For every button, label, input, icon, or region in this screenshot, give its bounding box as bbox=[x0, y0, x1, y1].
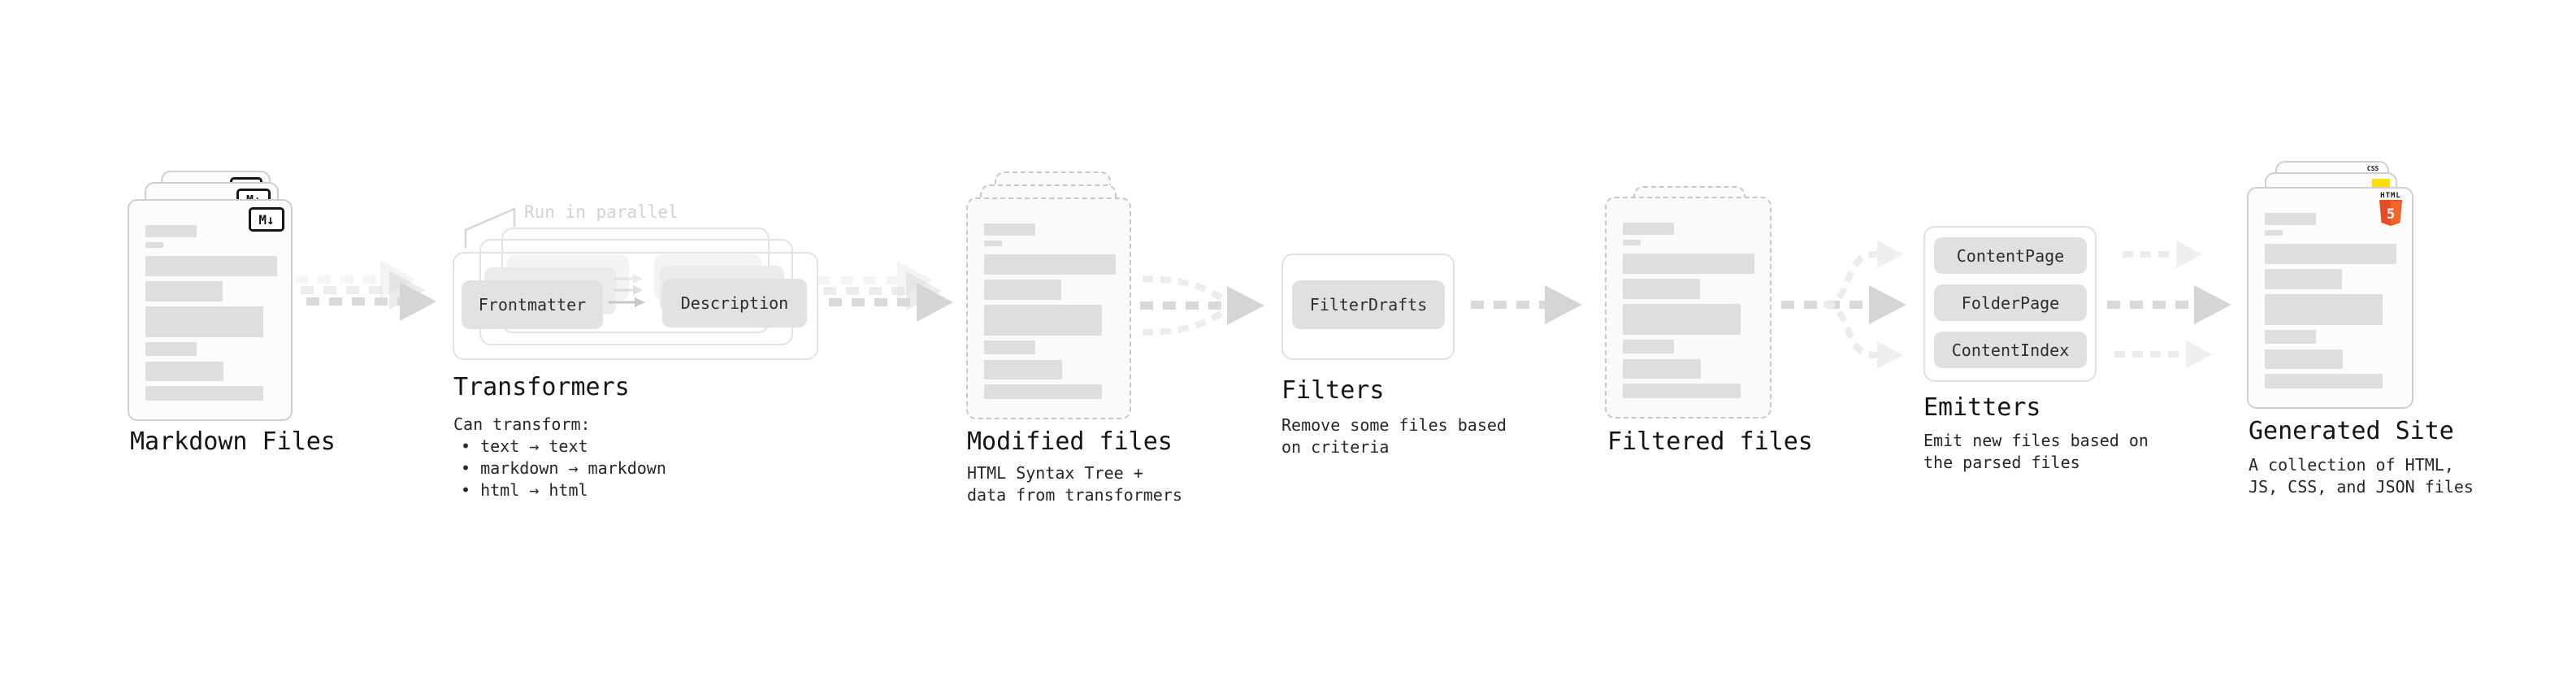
filter-drafts-box: FilterDrafts bbox=[1292, 280, 1445, 329]
text-line-placeholder bbox=[2265, 213, 2316, 225]
generated-site-description-line: JS, CSS, and JSON files bbox=[2249, 477, 2474, 497]
filtered-file-card-front bbox=[1605, 197, 1772, 419]
generated-site-label: Generated Site bbox=[2249, 417, 2454, 445]
text-line-placeholder bbox=[984, 384, 1102, 399]
capability-item: • html → html bbox=[461, 480, 588, 500]
modified-files-description-line: HTML Syntax Tree + bbox=[967, 463, 1143, 483]
filtered-files-label: Filtered files bbox=[1607, 427, 1813, 456]
text-line-placeholder bbox=[984, 305, 1102, 336]
file-content-placeholder bbox=[984, 223, 1116, 399]
arrow-modified-to-filters bbox=[1140, 275, 1264, 336]
filters-label: Filters bbox=[1281, 376, 1385, 405]
text-line-placeholder bbox=[2265, 244, 2396, 264]
text-line-placeholder bbox=[1623, 254, 1754, 274]
transformers-capabilities-heading: Can transform: bbox=[453, 414, 591, 434]
filters-description-line: Remove some files based bbox=[1281, 415, 1507, 435]
content-page-box: ContentPage bbox=[1934, 237, 2087, 274]
text-line-placeholder bbox=[984, 254, 1116, 275]
text-line-placeholder bbox=[1623, 279, 1700, 299]
markdown-file-card-front: M↓ bbox=[128, 199, 293, 421]
text-line-placeholder bbox=[1623, 359, 1701, 379]
text-line-placeholder bbox=[1623, 223, 1674, 235]
filters-description-line: on criteria bbox=[1281, 437, 1390, 457]
transformers-label: Transformers bbox=[453, 373, 630, 401]
text-line-placeholder bbox=[984, 360, 1062, 380]
capability-item: • text → text bbox=[461, 436, 588, 456]
text-line-placeholder bbox=[145, 281, 223, 301]
frontmatter-box: Frontmatter bbox=[462, 280, 603, 329]
html5-icon: HTML 5 bbox=[2377, 192, 2405, 227]
markdown-files-label: Markdown Files bbox=[130, 427, 336, 456]
arrow-filtered-to-emitters bbox=[1781, 241, 1906, 369]
transformer-container-front bbox=[453, 252, 818, 360]
text-line-placeholder bbox=[145, 306, 263, 337]
description-box: Description bbox=[662, 279, 807, 327]
capability-item: • markdown → markdown bbox=[461, 458, 666, 478]
text-line-placeholder bbox=[145, 225, 197, 237]
text-line-placeholder bbox=[2265, 349, 2343, 369]
text-line-placeholder bbox=[145, 386, 263, 401]
text-line-placeholder bbox=[145, 242, 163, 248]
emitters-label: Emitters bbox=[1923, 393, 2041, 422]
text-line-placeholder bbox=[2265, 269, 2342, 289]
arrow-transformers-to-modified bbox=[817, 261, 953, 322]
content-index-box: ContentIndex bbox=[1934, 332, 2087, 368]
text-line-placeholder bbox=[1623, 240, 1641, 245]
text-line-placeholder bbox=[1623, 304, 1741, 335]
text-line-placeholder bbox=[145, 362, 223, 381]
text-line-placeholder bbox=[2265, 230, 2283, 236]
modified-files-description-line: data from transformers bbox=[967, 485, 1182, 505]
arrow-markdown-to-transformers bbox=[295, 260, 436, 321]
text-line-placeholder bbox=[1623, 384, 1741, 398]
emitters-description-line: Emit new files based on bbox=[1923, 431, 2149, 450]
text-line-placeholder bbox=[2265, 374, 2383, 388]
generated-file-card-html: HTML 5 bbox=[2247, 187, 2413, 409]
run-in-parallel-annotation: Run in parallel bbox=[524, 202, 679, 222]
modified-file-card-front bbox=[966, 197, 1131, 419]
generated-site-description-line: A collection of HTML, bbox=[2249, 455, 2454, 475]
svg-text:5: 5 bbox=[2387, 206, 2395, 223]
emitters-description-line: the parsed files bbox=[1923, 453, 2080, 472]
markdown-icon: M↓ bbox=[249, 207, 284, 232]
text-line-placeholder bbox=[145, 342, 197, 356]
folder-page-box: FolderPage bbox=[1934, 284, 2087, 321]
modified-files-label: Modified files bbox=[967, 427, 1173, 456]
arrow-filters-to-filtered bbox=[1471, 285, 1582, 324]
text-line-placeholder bbox=[984, 340, 1035, 354]
text-line-placeholder bbox=[145, 256, 277, 276]
text-line-placeholder bbox=[984, 223, 1035, 236]
text-line-placeholder bbox=[1623, 340, 1674, 354]
file-content-placeholder bbox=[1623, 223, 1754, 398]
text-line-placeholder bbox=[2265, 294, 2383, 325]
text-line-placeholder bbox=[984, 280, 1061, 300]
text-line-placeholder bbox=[984, 241, 1002, 246]
arrow-emitters-to-generated bbox=[2107, 241, 2231, 368]
text-line-placeholder bbox=[2265, 330, 2316, 344]
file-content-placeholder bbox=[2265, 213, 2396, 388]
file-content-placeholder bbox=[145, 225, 277, 401]
